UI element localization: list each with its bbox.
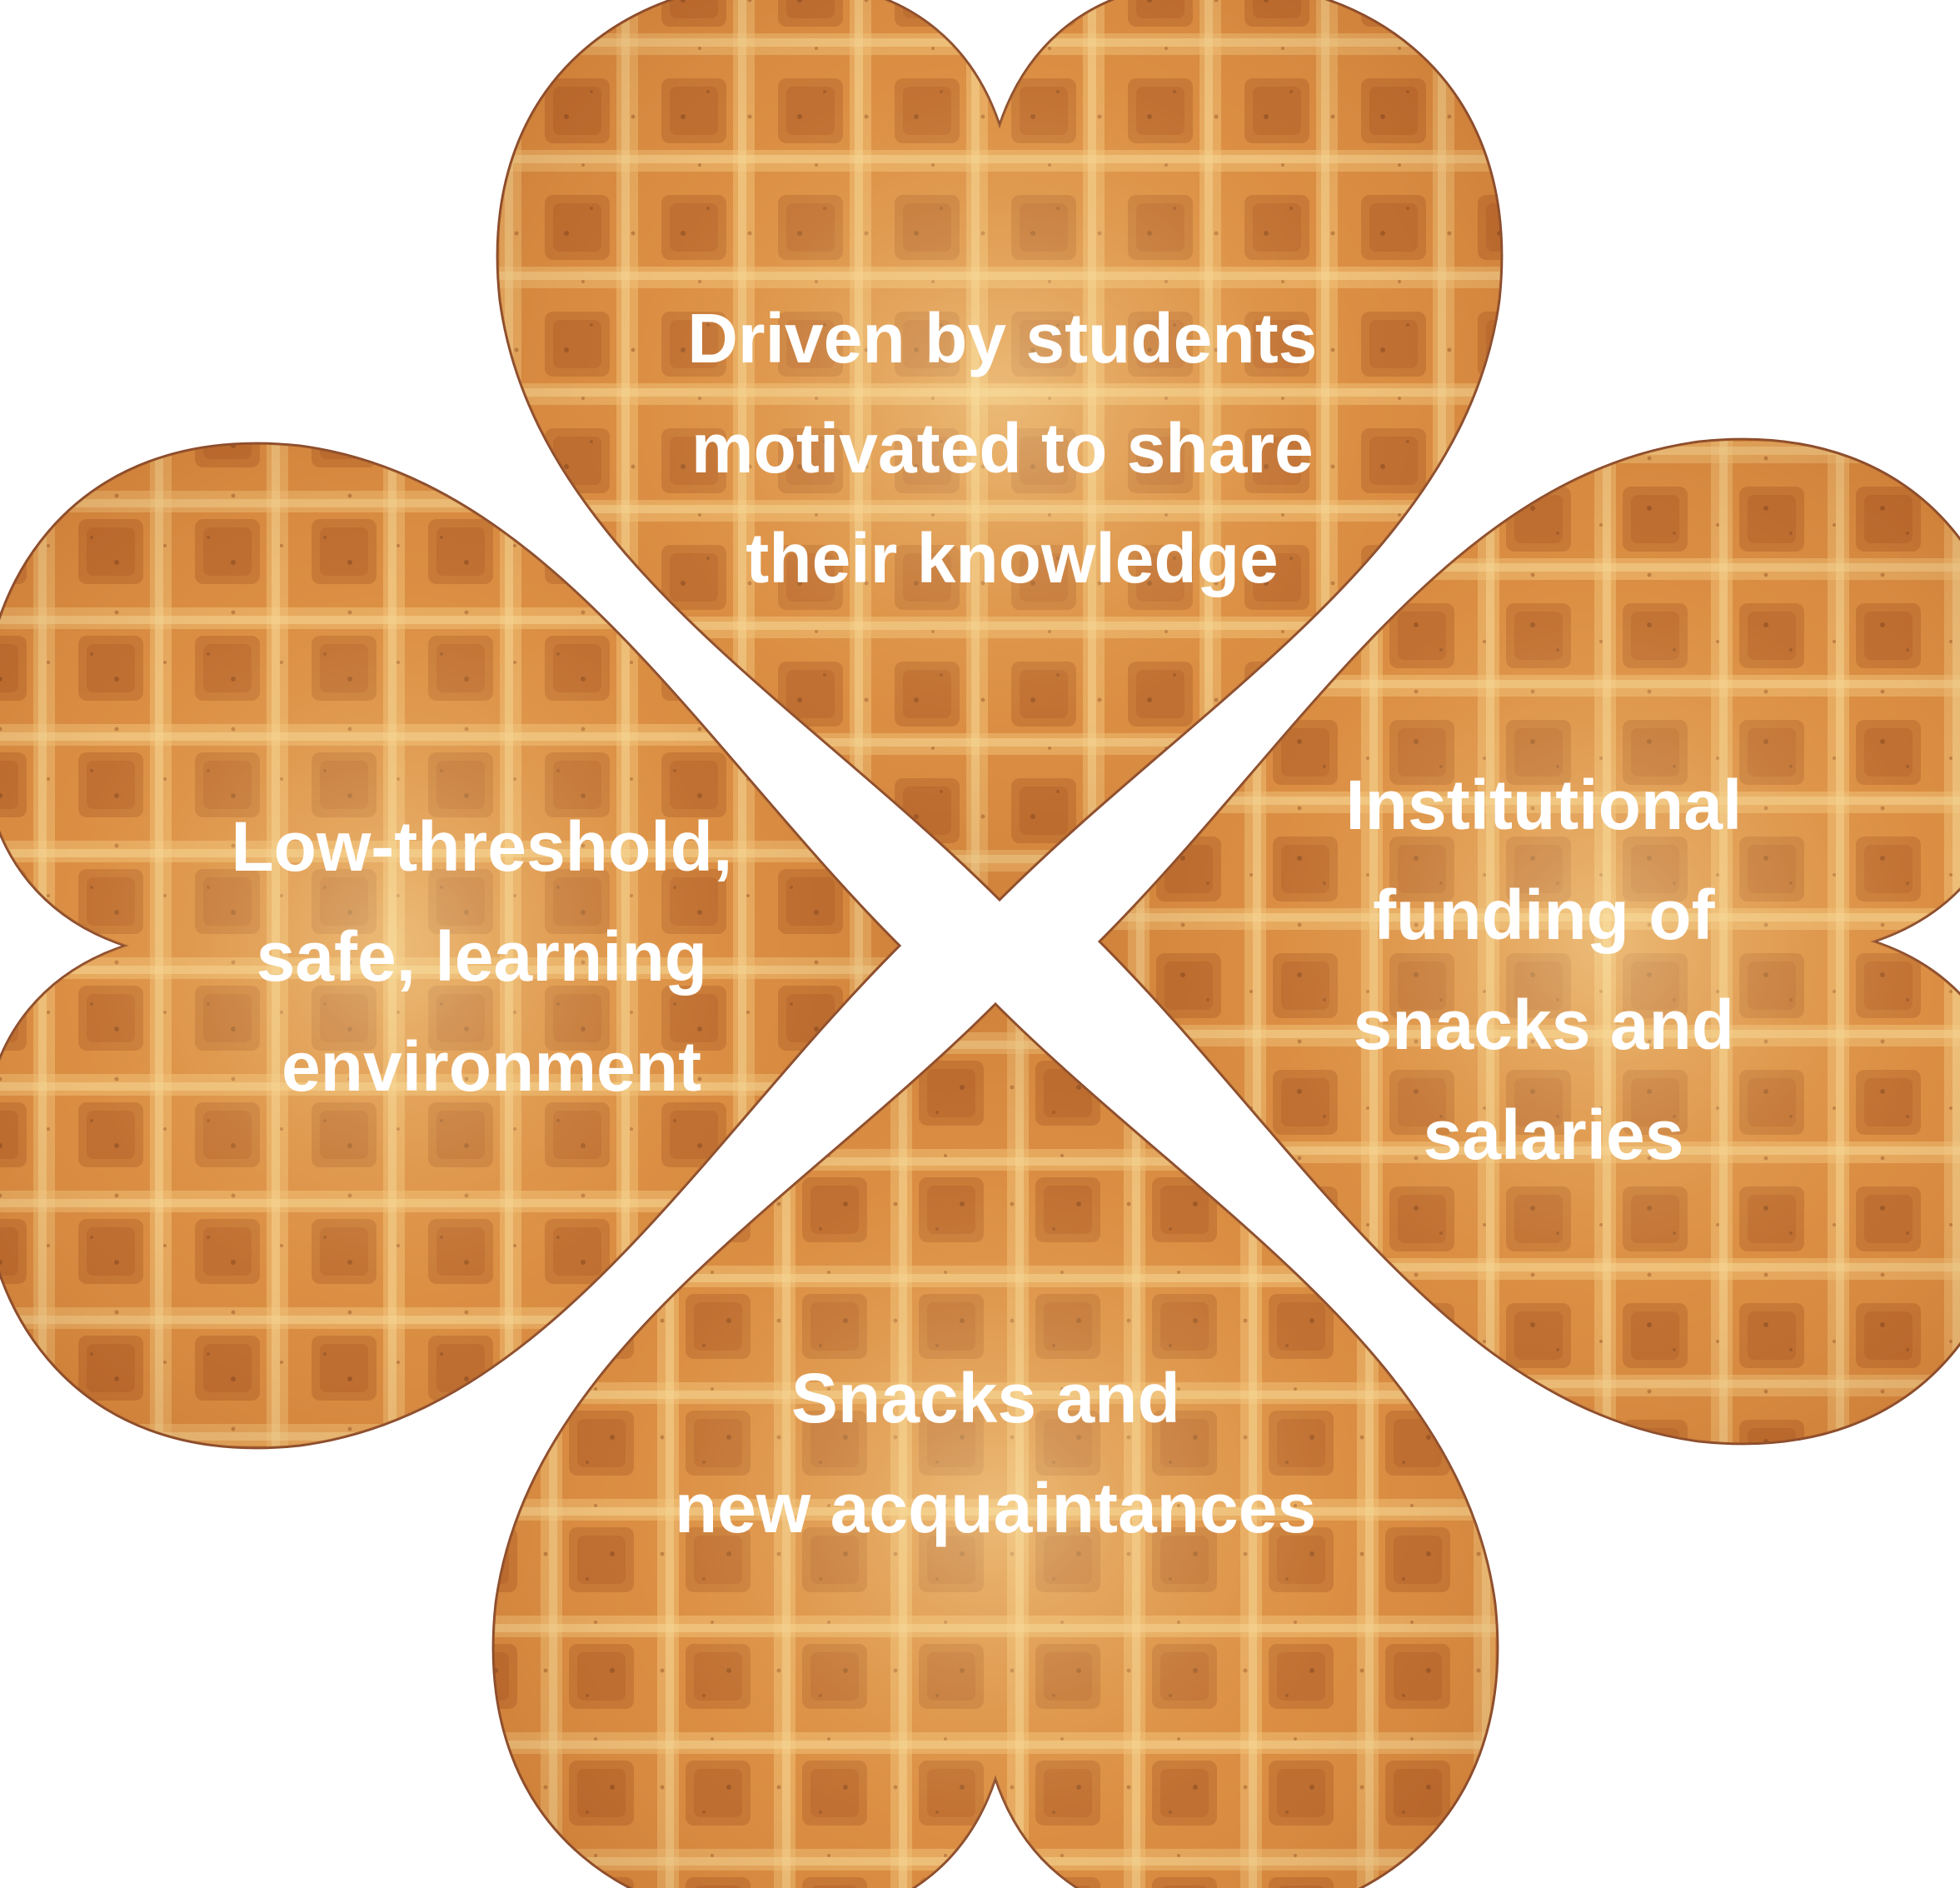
heart-right-line-4: salaries [1424, 1096, 1684, 1174]
heart-left-line-2: safe, learning [257, 917, 708, 996]
heart-bottom-line-1: Snacks and [791, 1359, 1180, 1437]
heart-right-line-2: funding of [1373, 876, 1716, 954]
heart-right-line-3: snacks and [1354, 986, 1735, 1064]
heart-top-label: Driven by students motivated to share th… [687, 299, 1337, 597]
heart-left-label: Low-threshold, safe, learning environmen… [231, 807, 751, 1106]
heart-left-line-3: environment [282, 1027, 701, 1106]
heart-bottom-line-2: new acquaintances [675, 1469, 1316, 1547]
heart-top-line-3: their knowledge [746, 519, 1278, 597]
heart-bottom-label: Snacks and new acquaintances [675, 1359, 1316, 1547]
heart-right-line-1: Institutional [1345, 766, 1742, 844]
heart-right-label: Institutional funding of snacks and sala… [1345, 766, 1761, 1174]
heart-left-line-1: Low-threshold, [231, 807, 732, 886]
heart-top-line-2: motivated to share [691, 409, 1314, 487]
heart-top-line-1: Driven by students [687, 299, 1317, 377]
